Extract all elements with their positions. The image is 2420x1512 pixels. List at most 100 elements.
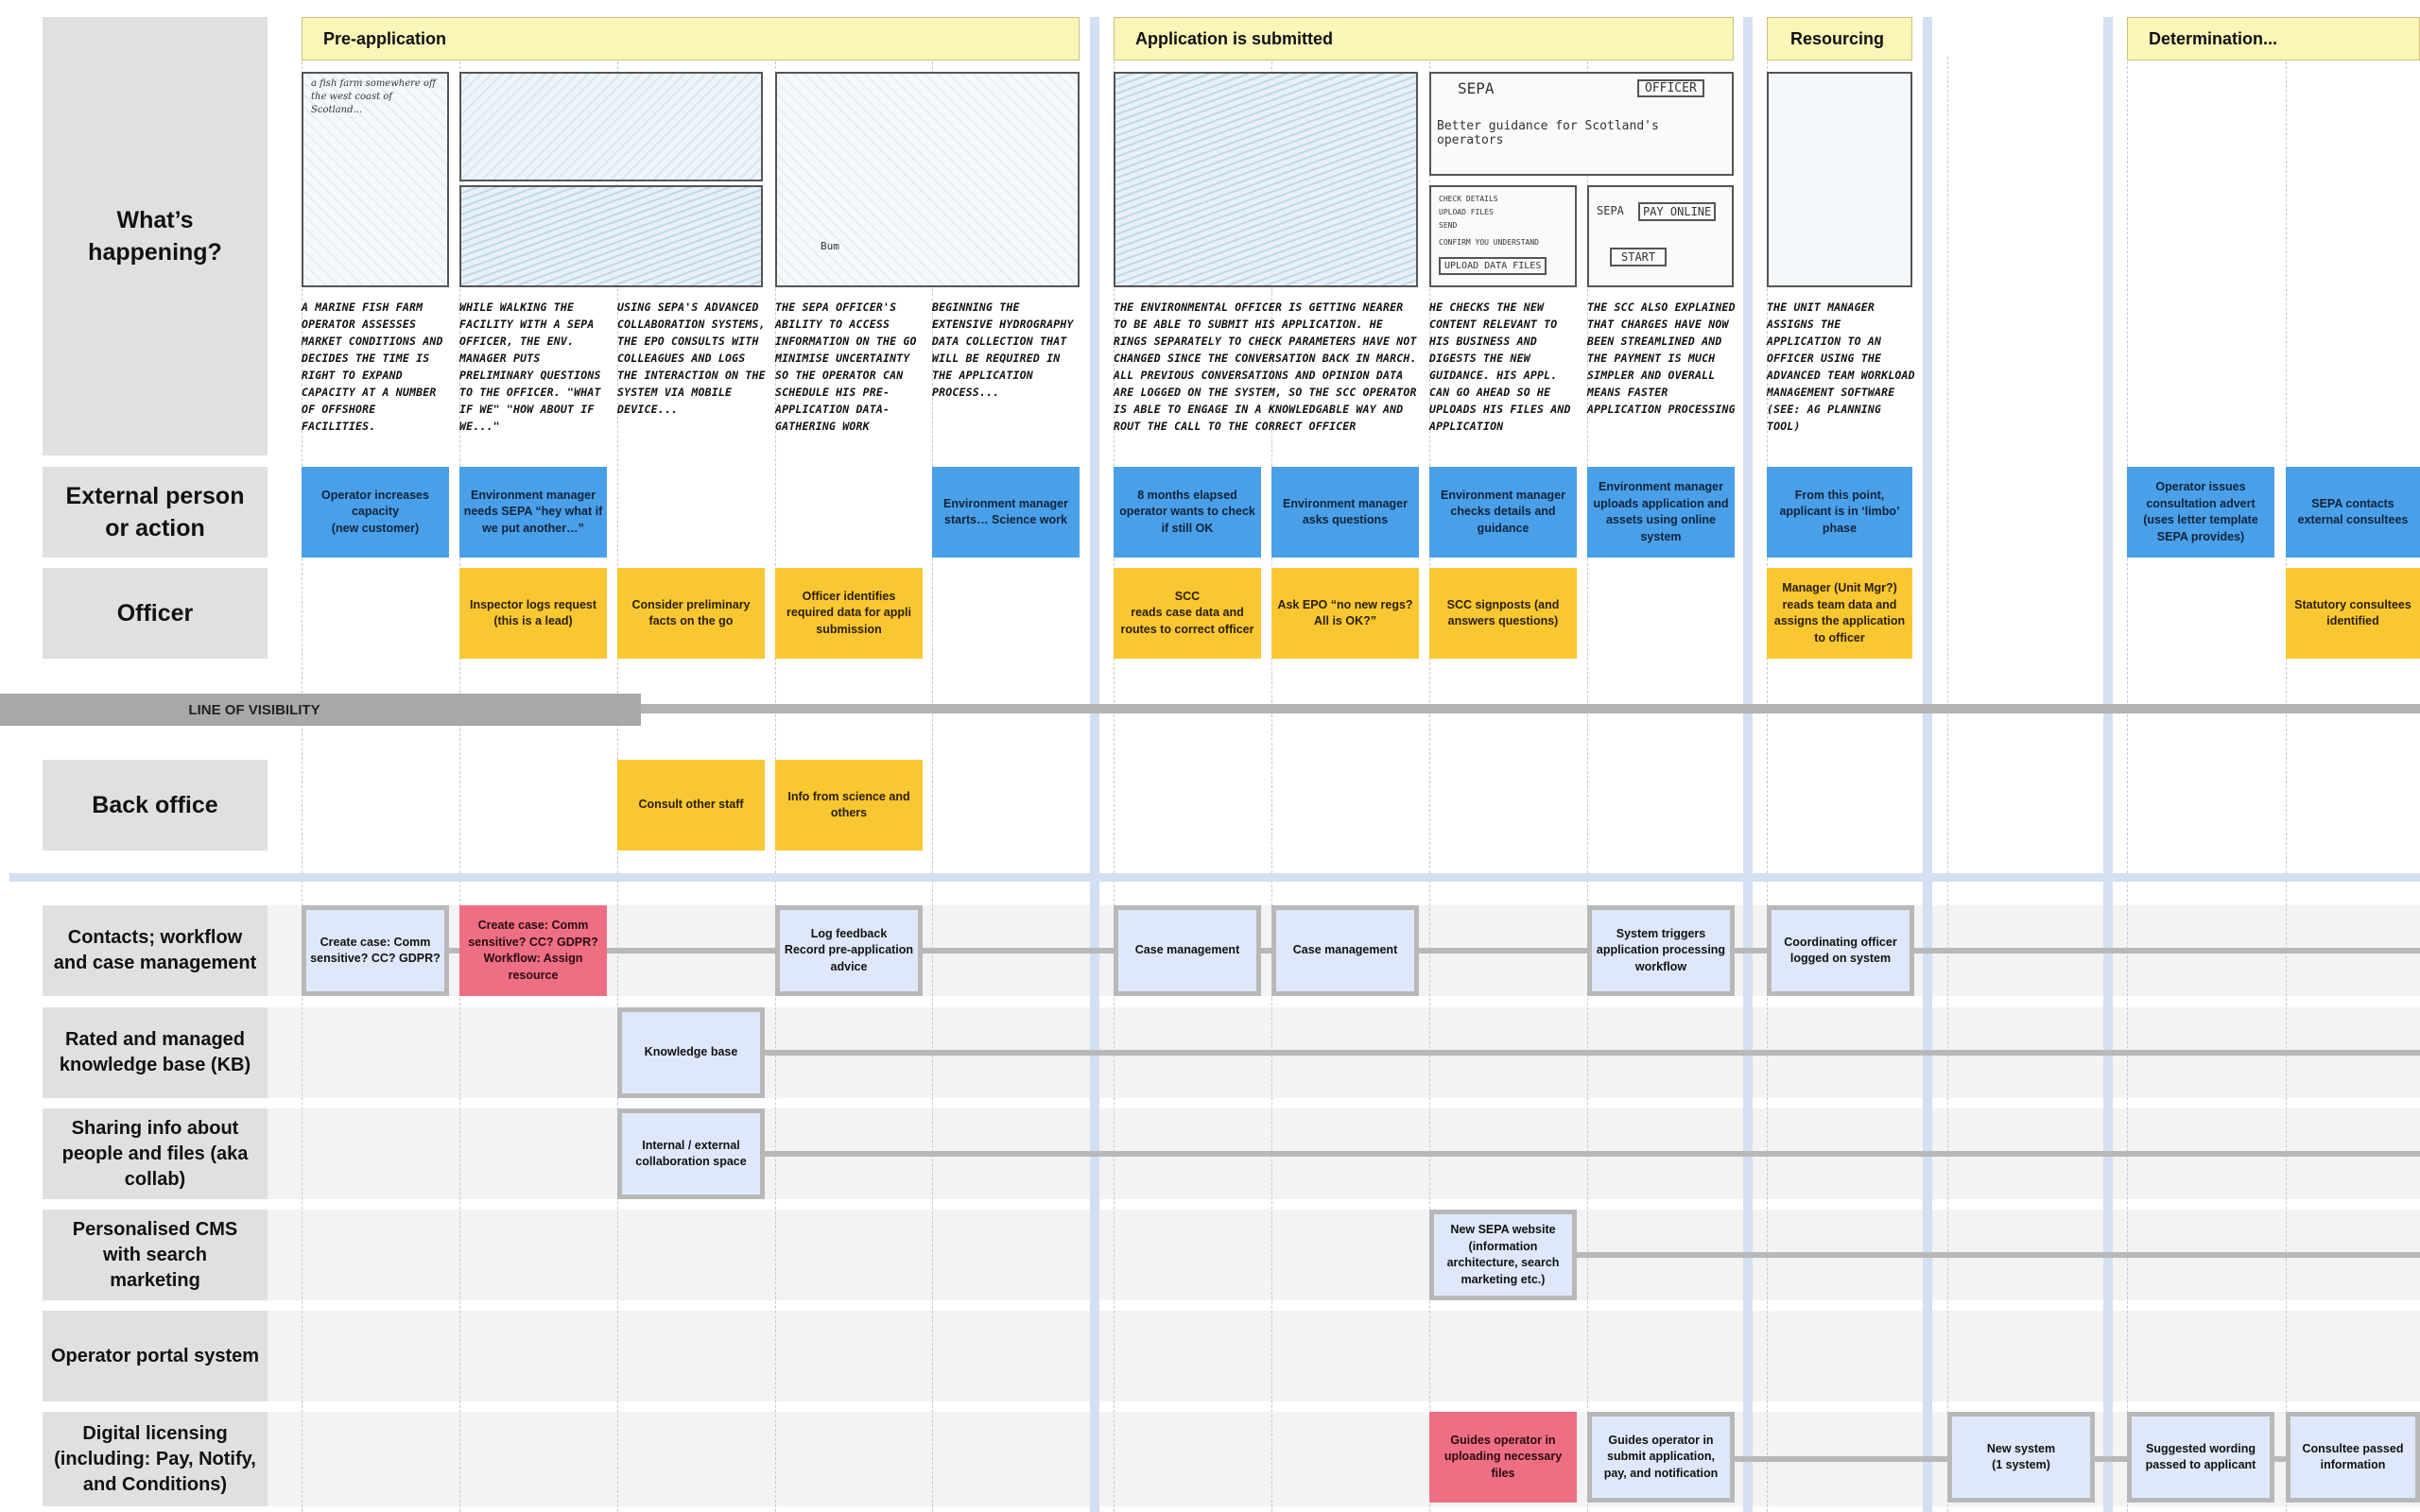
sketch-pay-online: PAY ONLINE	[1638, 202, 1717, 221]
column-guide	[1429, 57, 1430, 1512]
storyboard-workload-tool-image	[1767, 72, 1912, 287]
cms-card: New SEPA website (information architectu…	[1429, 1210, 1577, 1300]
column-guide	[1767, 57, 1768, 1512]
external-card: Environment manager needs SEPA “hey what…	[459, 467, 607, 558]
officer-card: SCC signposts (and answers questions)	[1429, 568, 1577, 659]
external-card: SEPA contacts external consultees	[2286, 467, 2420, 558]
sketch-checkbox-2: UPLOAD FILES	[1439, 208, 1494, 216]
column-guide	[1271, 57, 1272, 1512]
row-label-officer: Officer	[43, 568, 268, 659]
licensing-card: New system (1 system)	[1947, 1412, 2095, 1503]
narrative-3: USING SEPA'S ADVANCED COLLABORATION SYST…	[617, 301, 766, 416]
sketch-upload-button: UPLOAD DATA FILES	[1439, 257, 1547, 275]
connector-line	[1573, 1252, 2420, 1258]
contacts-card: Coordinating officer logged on system	[1767, 905, 1914, 996]
phase-application-submitted: Application is submitted	[1114, 17, 1734, 60]
column-guide	[2286, 57, 2287, 1512]
licensing-card: Suggested wording passed to applicant	[2127, 1412, 2274, 1503]
sketch-start-button: START	[1610, 248, 1668, 266]
narrative-9: THE UNIT MANAGER ASSIGNS THE APPLICATION…	[1767, 301, 1915, 433]
connector-line	[762, 1050, 2420, 1056]
sketch-confirm: CONFIRM YOU UNDERSTAND	[1439, 238, 1539, 247]
contacts-card-highlight: Create case: Comm sensitive? CC? GDPR? W…	[459, 905, 607, 996]
storyboard-fish-farm-image: a fish farm somewhere off the west coast…	[302, 72, 449, 287]
back-office-card: Info from science and others	[775, 760, 923, 850]
contacts-card: Log feedback Record pre-application advi…	[775, 905, 923, 996]
sketch-pay-sepa: SEPA	[1597, 204, 1624, 217]
band-portal	[267, 1311, 2420, 1401]
narrative-7: HE CHECKS THE NEW CONTENT RELEVANT TO HI…	[1429, 301, 1571, 433]
officer-card: Officer identifies required data for app…	[775, 568, 923, 659]
external-card: Environment manager starts… Science work	[932, 467, 1080, 558]
officer-card: Statutory consultees identified	[2286, 568, 2420, 659]
phase-separator	[2103, 17, 2113, 1512]
row-label-kb: Rated and managed knowledge base (KB)	[43, 1007, 268, 1098]
phase-separator	[1743, 17, 1753, 1512]
storyboard-upload-form-image: CHECK DETAILS UPLOAD FILES SEND CONFIRM …	[1429, 185, 1577, 287]
phase-separator	[1090, 17, 1099, 1512]
phase-resourcing: Resourcing	[1767, 17, 1912, 60]
phase-separator	[1923, 17, 1932, 1512]
sketch-label-bum: Bum	[821, 240, 839, 252]
back-office-card: Consult other staff	[617, 760, 765, 850]
narrative-6: THE ENVIRONMENTAL OFFICER IS GETTING NEA…	[1114, 301, 1417, 433]
contacts-card: Case management	[1114, 905, 1261, 996]
sketch-officer-tab: OFFICER	[1637, 79, 1704, 97]
row-label-sharing: Sharing info about people and files (aka…	[43, 1108, 268, 1199]
external-card: Operator issues consultation advert (use…	[2127, 467, 2274, 558]
storyboard-website-image: SEPA OFFICER Better guidance for Scotlan…	[1429, 72, 1734, 176]
row-label-contacts: Contacts; workflow and case management	[43, 905, 268, 996]
horizontal-separator	[9, 873, 2420, 882]
phase-pre-application: Pre-application	[302, 17, 1080, 60]
licensing-card: Guides operator in submit application, p…	[1587, 1412, 1735, 1503]
storyboard-walking-facility-image	[459, 72, 763, 181]
sketch-checkbox-3: SEND	[1439, 221, 1458, 230]
external-card: Environment manager asks questions	[1271, 467, 1419, 558]
column-guide	[1587, 57, 1588, 1512]
licensing-card-highlight: Guides operator in uploading necessary f…	[1429, 1412, 1577, 1503]
connector-line	[762, 1151, 2420, 1157]
sketch-caption: a fish farm somewhere off the west coast…	[311, 78, 437, 115]
line-of-visibility	[0, 704, 2420, 713]
officer-card: Inspector logs request (this is a lead)	[459, 568, 607, 659]
row-label-back-office: Back office	[43, 760, 268, 850]
row-label-portal: Operator portal system	[43, 1311, 268, 1401]
external-card: Environment manager uploads application …	[1587, 467, 1735, 558]
storyboard-mobile-device-image	[459, 185, 763, 287]
storyboard-pay-online-image: SEPA PAY ONLINE START	[1587, 185, 1734, 287]
connector-line	[437, 948, 2420, 954]
column-guide	[2127, 57, 2128, 1512]
licensing-card: Consultee passed information	[2286, 1412, 2420, 1503]
storyboard-survey-equipment-image: Bum	[775, 72, 1080, 287]
sketch-sepa-logo: SEPA	[1458, 79, 1495, 97]
narrative-8: THE SCC ALSO EXPLAINED THAT CHARGES HAVE…	[1587, 301, 1736, 416]
sketch-guidance-banner: Better guidance for Scotland's operators	[1437, 119, 1659, 147]
external-card: Operator increases capacity (new custome…	[302, 467, 449, 558]
storyboard-phone-call-image	[1114, 72, 1418, 287]
officer-card: Consider preliminary facts on the go	[617, 568, 765, 659]
external-card: From this point, applicant is in ‘limbo’…	[1767, 467, 1912, 558]
line-of-visibility-label: LINE OF VISIBILITY	[0, 694, 641, 726]
officer-card: SCC reads case data and routes to correc…	[1114, 568, 1261, 659]
contacts-card: System triggers application processing w…	[1587, 905, 1735, 996]
officer-card: Ask EPO “no new regs? All is OK?”	[1271, 568, 1419, 659]
column-guide	[459, 57, 460, 1512]
column-guide	[932, 57, 933, 1512]
narrative-4: THE SEPA OFFICER'S ABILITY TO ACCESS INF…	[775, 301, 917, 433]
contacts-card: Create case: Comm sensitive? CC? GDPR?	[302, 905, 449, 996]
external-card: Environment manager checks details and g…	[1429, 467, 1577, 558]
phase-determination: Determination...	[2127, 17, 2420, 60]
row-label-cms: Personalised CMS with search marketing	[43, 1210, 268, 1300]
row-label-external: External person or action	[43, 467, 268, 558]
row-label-whats-happening: What’s happening?	[43, 17, 268, 455]
officer-card: Manager (Unit Mgr?) reads team data and …	[1767, 568, 1912, 659]
narrative-2: WHILE WALKING THE FACILITY WITH A SEPA O…	[459, 301, 601, 433]
narrative-1: A MARINE FISH FARM OPERATOR ASSESSES MAR…	[302, 301, 443, 433]
contacts-card: Case management	[1271, 905, 1419, 996]
sketch-checkbox-1: CHECK DETAILS	[1439, 195, 1498, 203]
row-label-licensing: Digital licensing (including: Pay, Notif…	[43, 1412, 268, 1506]
sharing-card: Internal / external collaboration space	[617, 1108, 765, 1199]
column-guide	[1114, 57, 1115, 1512]
kb-card: Knowledge base	[617, 1007, 765, 1098]
external-card: 8 months elapsed operator wants to check…	[1114, 467, 1261, 558]
